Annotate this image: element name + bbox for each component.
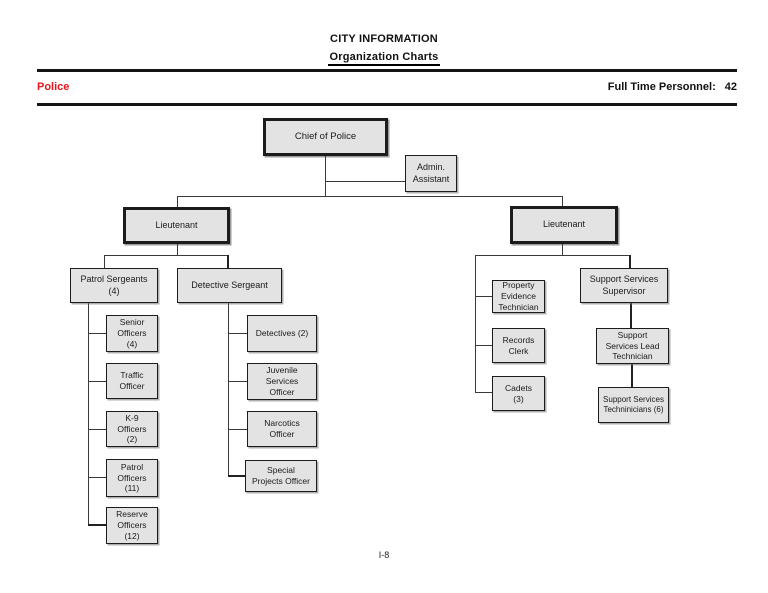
connector-line bbox=[88, 429, 106, 430]
personnel-count: Full Time Personnel: 42 bbox=[608, 81, 737, 93]
connector-line bbox=[228, 381, 247, 382]
connector-line bbox=[228, 475, 247, 477]
horizontal-rule-bottom bbox=[37, 103, 737, 106]
connector-line bbox=[88, 303, 89, 526]
personnel-value: 42 bbox=[724, 81, 737, 93]
node-detective-sergeant: Detective Sergeant bbox=[177, 268, 282, 303]
connector-line bbox=[88, 524, 106, 526]
node-detectives: Detectives (2) bbox=[247, 315, 317, 352]
connector-line bbox=[228, 333, 247, 334]
node-support-services-technicians: Support Services Techninicians (6) bbox=[598, 387, 669, 423]
node-senior-officers: Senior Officers (4) bbox=[106, 315, 158, 352]
node-patrol-officers: Patrol Officers (11) bbox=[106, 459, 158, 497]
connector-line bbox=[475, 345, 492, 346]
node-traffic-officer: Traffic Officer bbox=[106, 363, 158, 399]
connector-line bbox=[562, 196, 563, 206]
node-patrol-sergeants: Patrol Sergeants (4) bbox=[70, 268, 158, 303]
node-k9-officers: K-9 Officers (2) bbox=[106, 411, 158, 447]
node-lieutenant-right: Lieutenant bbox=[510, 206, 618, 244]
node-lieutenant-left: Lieutenant bbox=[123, 207, 230, 244]
node-narcotics-officer: Narcotics Officer bbox=[247, 411, 317, 447]
connector-line bbox=[630, 303, 632, 328]
connector-line bbox=[475, 255, 476, 393]
connector-line bbox=[104, 255, 105, 268]
department-label: Police bbox=[37, 81, 70, 93]
page-subtitle: Organization Charts bbox=[327, 51, 441, 66]
connector-line bbox=[88, 477, 106, 478]
connector-line bbox=[475, 296, 492, 297]
connector-line bbox=[177, 244, 178, 255]
node-admin-assistant: Admin. Assistant bbox=[405, 155, 457, 192]
connector-line bbox=[631, 364, 633, 387]
connector-line bbox=[325, 181, 405, 182]
connector-line bbox=[104, 255, 229, 256]
connector-line bbox=[325, 155, 326, 196]
connector-line bbox=[177, 196, 178, 207]
node-property-evidence-technician: Property Evidence Technician bbox=[492, 280, 545, 313]
node-records-clerk: Records Clerk bbox=[492, 328, 545, 363]
connector-line bbox=[228, 429, 247, 430]
connector-line bbox=[88, 333, 106, 334]
connector-line bbox=[475, 392, 492, 393]
connector-line bbox=[227, 255, 229, 268]
page-number: I-8 bbox=[378, 550, 390, 560]
node-juvenile-services-officer: Juvenile Services Officer bbox=[247, 363, 317, 400]
connector-line bbox=[177, 196, 563, 197]
page-subtitle-wrap: Organization Charts bbox=[0, 47, 768, 66]
node-chief-of-police: Chief of Police bbox=[263, 118, 388, 156]
connector-line bbox=[475, 255, 631, 256]
connector-line bbox=[88, 381, 106, 382]
horizontal-rule-top bbox=[37, 69, 737, 72]
node-special-projects-officer: Special Projects Officer bbox=[245, 460, 317, 492]
personnel-label: Full Time Personnel: bbox=[607, 81, 716, 93]
node-support-services-supervisor: Support Services Supervisor bbox=[580, 268, 668, 303]
page-title: CITY INFORMATION bbox=[330, 33, 438, 45]
node-support-services-lead-technician: Support Services Lead Technician bbox=[596, 328, 669, 364]
node-cadets: Cadets (3) bbox=[492, 376, 545, 411]
connector-line bbox=[562, 244, 563, 255]
node-reserve-officers: Reserve Officers (12) bbox=[106, 507, 158, 544]
connector-line bbox=[629, 255, 631, 268]
connector-line bbox=[228, 303, 229, 477]
